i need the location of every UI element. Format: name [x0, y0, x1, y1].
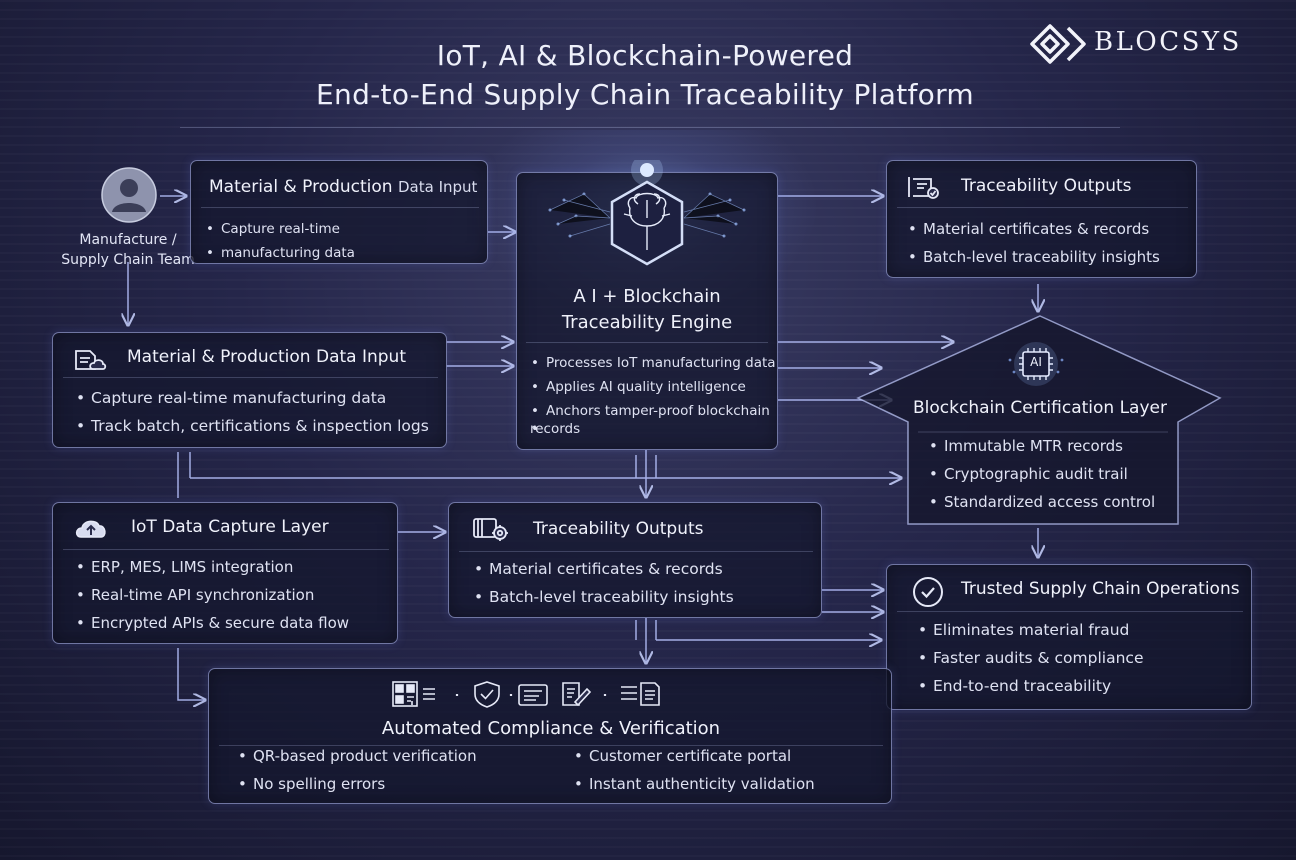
engine-bullet: Anchors tamper-proof blockchain	[530, 401, 776, 421]
trusted-ops-box: Trusted Supply Chain Operations Eliminat…	[886, 564, 1252, 710]
compliance-divider	[219, 745, 883, 746]
iot-layer-title: IoT Data Capture Layer	[131, 517, 329, 537]
top-data-input-bullets: Capture real-time manufacturing data	[205, 217, 355, 265]
mid-outputs-bullets: Material certificates & records Batch-le…	[473, 555, 734, 611]
check-circle-icon	[911, 575, 945, 613]
material-input-bullet: Capture real-time manufacturing data	[75, 384, 429, 412]
document-line-icon	[518, 684, 548, 706]
certificate-check-icon	[907, 174, 941, 204]
compliance-bullet: QR-based product verification	[237, 742, 477, 770]
top-outputs-bullet: Material certificates & records	[907, 215, 1160, 243]
brand-name: BLOCSYS	[1094, 27, 1242, 57]
mid-outputs-bullet: Material certificates & records	[473, 555, 734, 583]
user-label-line1: Manufacture /	[79, 232, 177, 248]
page-title-line1: IoT, AI & Blockchain-Powered	[436, 39, 854, 72]
mid-outputs-box: Traceability Outputs Material certificat…	[448, 502, 822, 618]
top-data-input-bullet-cont: manufacturing data	[205, 241, 355, 265]
trusted-ops-bullet: End-to-end traceability	[917, 672, 1143, 700]
compliance-bullet: Instant authenticity validation	[573, 770, 815, 798]
engine-divider	[526, 342, 768, 343]
document-edit-icon	[562, 682, 592, 707]
material-input-box: Material & Production Data Input Capture…	[52, 332, 447, 448]
cert-layer-bullet: Immutable MTR records	[928, 432, 1155, 460]
server-gear-icon	[471, 515, 511, 547]
trusted-ops-bullet: Eliminates material fraud	[917, 616, 1143, 644]
blocsys-mark-icon	[1030, 24, 1086, 64]
top-outputs-box: Traceability Outputs Material certificat…	[886, 160, 1197, 278]
material-input-divider	[63, 377, 438, 378]
top-data-input-divider	[201, 207, 479, 208]
ai-chip-label: AI	[1030, 355, 1042, 369]
cert-layer-bullet: Cryptographic audit trail	[928, 460, 1155, 488]
trusted-ops-bullets: Eliminates material fraud Faster audits …	[917, 616, 1143, 700]
top-outputs-bullet: Batch-level traceability insights	[907, 243, 1160, 271]
engine-title-line1: A I + Blockchain	[573, 286, 721, 307]
top-outputs-title: Traceability Outputs	[961, 176, 1132, 196]
compliance-icon-row	[391, 679, 701, 713]
engine-bullet-cont: records	[530, 421, 776, 437]
qr-code-icon	[392, 681, 418, 707]
cert-layer-bullets: Immutable MTR records Cryptographic audi…	[928, 432, 1155, 516]
engine-bullet: Processes IoT manufacturing data	[530, 351, 776, 375]
iot-layer-box: IoT Data Capture Layer ERP, MES, LIMS in…	[52, 502, 398, 644]
engine-title: A I + Blockchain Traceability Engine	[516, 284, 778, 336]
compliance-bullets-left: QR-based product verification No spellin…	[237, 742, 477, 798]
mid-outputs-divider	[459, 551, 813, 552]
neural-network-hexagon-icon	[530, 154, 764, 290]
iot-layer-bullets: ERP, MES, LIMS integration Real-time API…	[75, 553, 349, 637]
arrow-left-to-compliance	[177, 648, 204, 700]
user-label-line2: Supply Chain Team	[61, 252, 195, 268]
compliance-title: Automated Compliance & Verification	[381, 718, 721, 739]
cert-layer-title: Blockchain Certification Layer	[913, 398, 1167, 418]
top-data-input-title-small: Data Input	[397, 178, 478, 196]
page-title: IoT, AI & Blockchain-Powered End-to-End …	[150, 36, 1140, 114]
top-outputs-divider	[897, 207, 1188, 208]
user-avatar-icon	[100, 166, 158, 228]
iot-layer-bullet: Real-time API synchronization	[75, 581, 349, 609]
engine-bullet: Applies AI quality intelligence	[530, 375, 776, 399]
top-data-input-box: Material & Production Data Input Capture…	[190, 160, 488, 265]
material-input-title: Material & Production Data Input	[127, 347, 406, 367]
trusted-ops-bullet: Faster audits & compliance	[917, 644, 1143, 672]
brand-logo: BLOCSYS	[1028, 22, 1248, 66]
cloud-upload-icon	[73, 515, 109, 545]
document-cloud-icon	[73, 347, 107, 377]
title-divider	[180, 127, 1120, 128]
top-data-input-title-main: Material & Production	[209, 177, 393, 197]
page-title-line2: End-to-End Supply Chain Traceability Pla…	[316, 78, 974, 111]
shield-check-icon	[474, 681, 500, 708]
ai-chip-icon: AI	[1004, 342, 1068, 390]
iot-layer-divider	[63, 549, 389, 550]
trusted-ops-divider	[897, 611, 1243, 612]
material-input-bullet: Track batch, certifications & inspection…	[75, 412, 429, 440]
user-label: Manufacture / Supply Chain Team	[44, 230, 212, 270]
mid-outputs-title: Traceability Outputs	[533, 519, 704, 539]
compliance-bullet: Customer certificate portal	[573, 742, 815, 770]
engine-bullets: Processes IoT manufacturing data Applies…	[530, 351, 776, 437]
engine-bullet-text: records	[530, 421, 581, 437]
trusted-ops-title: Trusted Supply Chain Operations	[961, 579, 1240, 599]
compliance-bullet: No spelling errors	[237, 770, 477, 798]
compliance-box: Automated Compliance & Verification QR-b…	[208, 668, 892, 804]
iot-layer-bullet: ERP, MES, LIMS integration	[75, 553, 349, 581]
top-data-input-bullet: Capture real-time	[205, 217, 355, 241]
engine-title-line2: Traceability Engine	[561, 312, 733, 333]
mid-outputs-bullet: Batch-level traceability insights	[473, 583, 734, 611]
top-outputs-bullets: Material certificates & records Batch-le…	[907, 215, 1160, 271]
material-input-bullets: Capture real-time manufacturing data Tra…	[75, 384, 429, 440]
list-icon	[423, 688, 435, 700]
top-data-input-title: Material & Production Data Input	[209, 177, 477, 197]
top-data-input-bullet-text: manufacturing data	[221, 245, 355, 261]
iot-layer-bullet: Encrypted APIs & secure data flow	[75, 609, 349, 637]
records-list-icon	[621, 682, 660, 706]
cert-layer-bullet: Standardized access control	[928, 488, 1155, 516]
compliance-bullets-right: Customer certificate portal Instant auth…	[573, 742, 815, 798]
